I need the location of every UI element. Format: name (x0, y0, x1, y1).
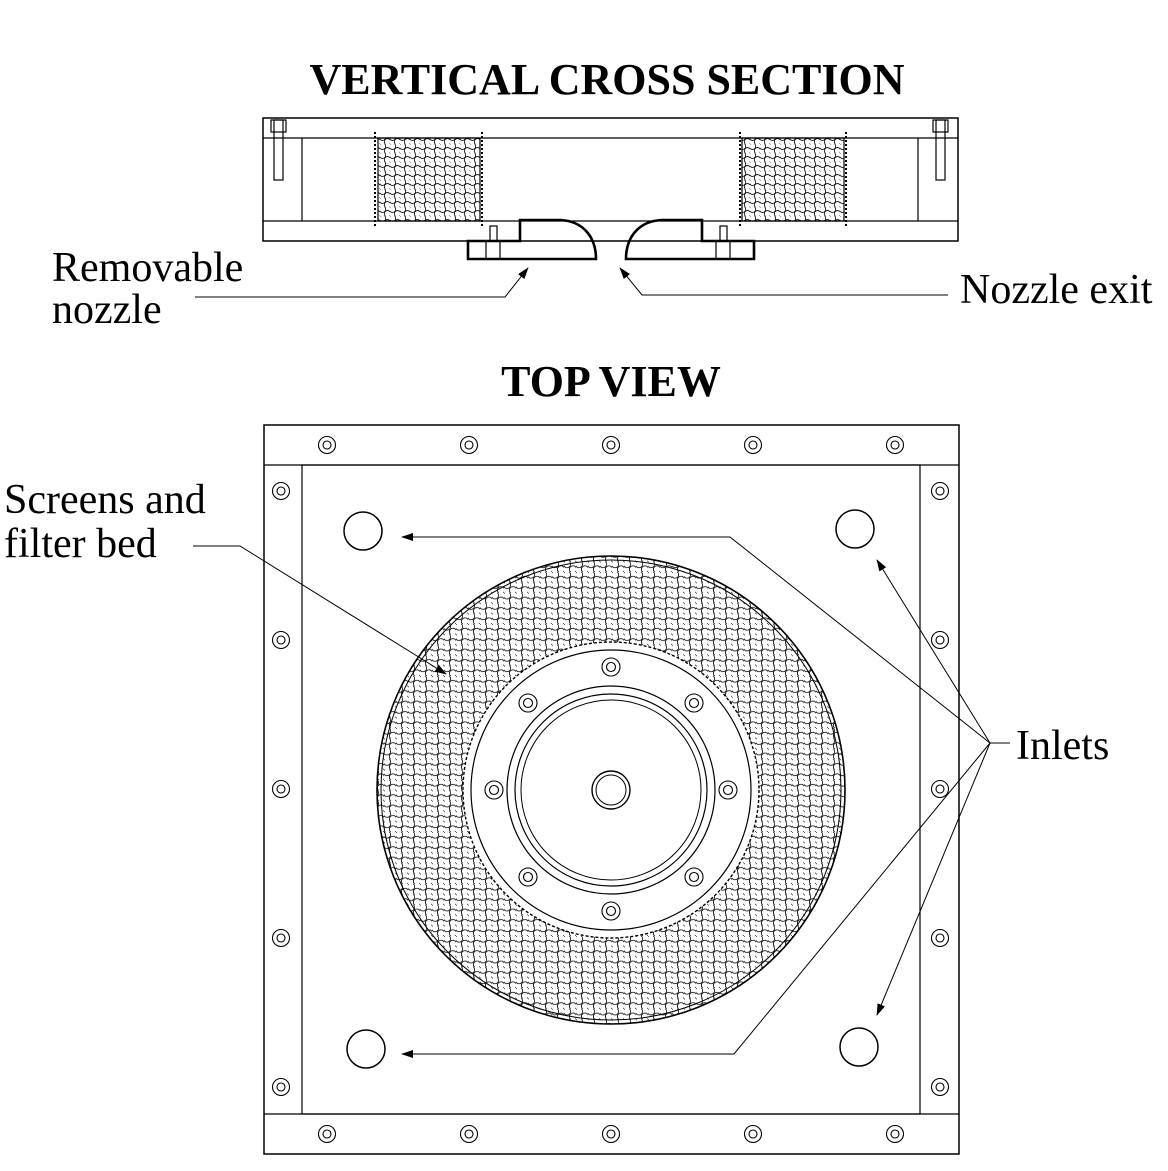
removable-nozzle-label-line2: nozzle (52, 287, 162, 333)
removable-nozzle-right (624, 218, 756, 261)
screens-filter-label-line1: Screens and (4, 477, 206, 523)
bolt-left (273, 119, 284, 181)
nozzle-exit-label: Nozzle exit (960, 267, 1153, 313)
top-view (263, 424, 960, 1155)
inlet-top-left (343, 511, 383, 551)
perimeter-bolts (271, 435, 950, 1144)
inlet-bottom-right (839, 1027, 879, 1067)
inlet-leader-top-right (876, 559, 991, 744)
inlet-bottom-left (346, 1029, 386, 1069)
inlet-leader-top-left (401, 533, 1010, 744)
filter-bed-left (377, 137, 481, 222)
bolt-right (935, 119, 946, 181)
cross-section-title: VERTICAL CROSS SECTION (309, 55, 905, 104)
removable-nozzle-leader (195, 267, 529, 298)
nozzle-exit-hole (591, 770, 631, 810)
removable-nozzle-left (466, 218, 598, 261)
cross-section-leaders (195, 267, 948, 298)
screen-ring (462, 641, 760, 939)
nozzle-exit-leader (619, 267, 948, 296)
flange-bolts (484, 657, 738, 921)
top-view-title: TOP VIEW (501, 357, 721, 406)
inlet-top-right (835, 509, 875, 549)
screens-filter-label-line2: filter bed (4, 521, 157, 567)
inlet-leader-bottom-left (401, 742, 991, 1058)
cross-section-view (262, 117, 959, 261)
top-view-outline (263, 424, 960, 1155)
filter-bed-right (741, 137, 845, 222)
removable-nozzle-label-line1: Removable (52, 245, 244, 291)
cross-section-outline (262, 117, 959, 242)
inlets-label: Inlets (1016, 723, 1110, 769)
top-view-leaders (193, 533, 1010, 1058)
inlet-leader-bottom-right (876, 742, 991, 1016)
nozzle-flange (506, 685, 716, 895)
screens-filter-leader (193, 545, 447, 675)
